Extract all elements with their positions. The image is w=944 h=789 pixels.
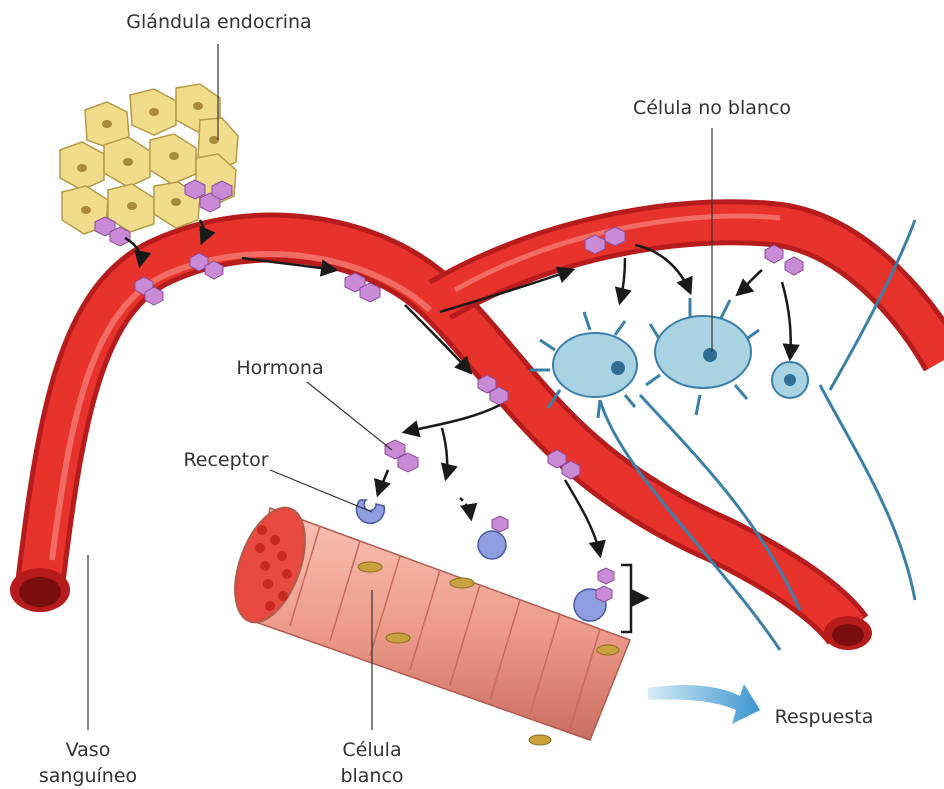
label-celula-no-blanco: Célula no blanco (612, 96, 812, 120)
response-bracket (621, 565, 646, 632)
label-glandula-endocrina: Glándula endocrina (114, 10, 324, 34)
label-hormona: Hormona (225, 356, 335, 380)
bound-hormones (492, 516, 614, 602)
target-muscle-cell (221, 498, 630, 745)
label-vaso: Vaso (28, 738, 148, 762)
label-sanguineo: sanguíneo (18, 764, 158, 788)
label-respuesta: Respuesta (764, 705, 884, 729)
response-arrow (648, 684, 760, 724)
label-celula: Célula (322, 738, 422, 762)
neuron-bodies (553, 316, 808, 398)
label-receptor: Receptor (166, 448, 286, 472)
label-blanco: blanco (322, 764, 422, 788)
